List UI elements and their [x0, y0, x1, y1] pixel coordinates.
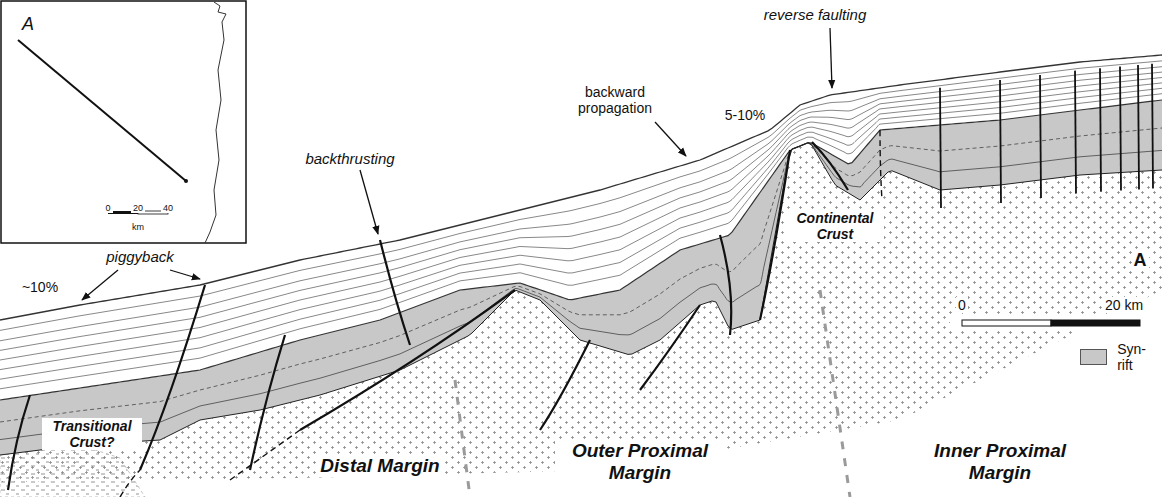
coastline [205, 2, 226, 243]
domain-label-box: Outer Proximal Margin [555, 440, 725, 484]
fault [940, 88, 941, 208]
scale-number: 0 [103, 203, 112, 213]
legend: Syn-rift [1080, 341, 1162, 373]
scale-bar [1051, 320, 1140, 326]
scale-number: 20 km [1103, 297, 1145, 313]
scale-number-box: 40 [157, 197, 179, 215]
scale-unit-box: km [125, 216, 151, 234]
process-label: reverse faulting [762, 6, 869, 23]
pointer-arrow [360, 170, 378, 234]
scale-bar [962, 320, 1051, 326]
fault [720, 235, 731, 335]
scale-unit: km [130, 222, 146, 232]
domain-label-box: Inner Proximal Margin [915, 440, 1085, 484]
fault [1100, 68, 1101, 191]
transitional-crust [0, 445, 145, 497]
pointer-arrow [655, 122, 686, 156]
fault [380, 240, 410, 345]
fault [230, 430, 300, 480]
scale-patch [950, 316, 1150, 330]
process-label-box: reverse faulting [750, 6, 880, 24]
fault [8, 395, 30, 490]
scale-number: 20 [131, 203, 145, 213]
section-end [184, 179, 188, 183]
fault [140, 285, 205, 470]
scale-number-box: 20 [127, 197, 149, 215]
pointer-arrow [82, 270, 118, 300]
process-label: piggyback [104, 248, 176, 265]
fault [1152, 64, 1153, 189]
scale-number-box: 0 [953, 296, 971, 314]
fault [120, 470, 140, 497]
fault [1075, 71, 1076, 194]
domain-label: Inner Proximal Margin [915, 440, 1085, 484]
margin-boundary [455, 380, 470, 497]
process-label: backthrusting [303, 150, 396, 167]
fault [1000, 80, 1001, 203]
scale-number: 40 [161, 203, 175, 213]
scale-number: 0 [956, 297, 968, 313]
section-trace [18, 40, 186, 181]
fault [640, 305, 700, 390]
scale-number-box: 0 [99, 197, 117, 215]
percent-label: ~10% [20, 279, 60, 295]
crust-label-box: Continental Crust [786, 210, 884, 243]
process-label-box: backward propagation [565, 84, 665, 117]
crust-label: Continental Crust [786, 210, 884, 242]
process-label-box: backthrusting [290, 150, 410, 168]
percent-label-box: ~10% [13, 278, 67, 296]
inset-frame [1, 1, 246, 243]
fault [880, 130, 882, 200]
fault [540, 340, 590, 430]
legend-item: Syn-rift [1080, 341, 1162, 373]
fault [1120, 67, 1121, 191]
fault [1138, 65, 1139, 189]
fault [1040, 75, 1041, 198]
margin-boundary [820, 290, 850, 497]
fault [812, 142, 848, 190]
domain-label: Outer Proximal Margin [555, 440, 725, 484]
process-label-box: piggyback [92, 248, 188, 266]
section-letter-box: A [17, 14, 39, 35]
section-letter-box: A [1128, 250, 1152, 271]
crust-label: Transitional Crust? [42, 418, 142, 450]
domain-label: Distal Margin [318, 455, 441, 477]
fault [250, 335, 285, 470]
fault [300, 290, 515, 430]
legend-text: Syn-rift [1115, 341, 1162, 373]
section-letter: A [20, 14, 36, 35]
crust-label-box: Transitional Crust? [42, 418, 142, 451]
legend-swatch [1080, 349, 1107, 365]
pointer-arrow [170, 270, 200, 279]
scale-number-box: 20 km [1092, 296, 1156, 314]
domain-label-box: Distal Margin [300, 455, 460, 477]
process-label: backward propagation [565, 84, 665, 116]
section-letter: A [1132, 250, 1149, 271]
pointer-arrow [830, 28, 832, 88]
percent-label: 5-10% [723, 107, 767, 123]
percent-label-box: 5-10% [717, 106, 773, 124]
